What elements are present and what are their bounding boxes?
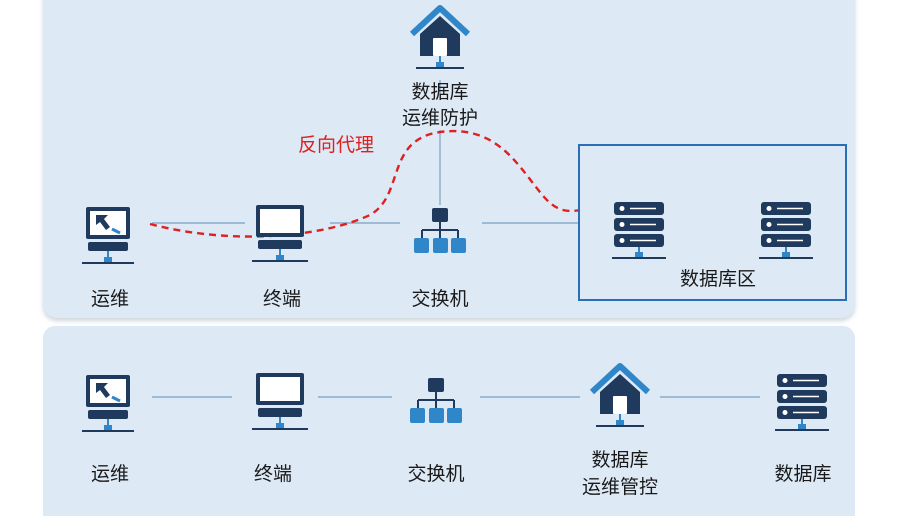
protect-label-line2: 运维防护 [402, 107, 478, 129]
ops-workstation-icon [80, 373, 136, 433]
database-zone-label: 数据库区 [680, 268, 756, 290]
server-icon [774, 373, 830, 431]
control-label-line2: 运维管控 [582, 476, 658, 498]
reverse-proxy-path [149, 129, 581, 238]
ops-workstation-icon [80, 205, 136, 265]
database-label-bottom: 数据库 [774, 463, 831, 485]
terminal-computer-icon [251, 372, 309, 430]
server-icon [611, 201, 667, 259]
ops-label-top: 运维 [91, 288, 129, 310]
switch-icon [413, 207, 467, 254]
server-icon [758, 201, 814, 259]
house-icon [592, 366, 648, 426]
ops-label-bottom: 运维 [91, 463, 129, 485]
terminal-label-bottom: 终端 [254, 463, 292, 485]
switch-label-top: 交换机 [411, 288, 468, 310]
reverse-proxy-label: 反向代理 [298, 134, 374, 156]
switch-icon [409, 377, 463, 424]
terminal-computer-icon [251, 204, 309, 262]
terminal-label-top: 终端 [263, 288, 301, 310]
switch-label-bottom: 交换机 [407, 463, 464, 485]
network-diagram: 数据库 运维防护 反向代理 运维 终端 交换机 数据库区 运维 终端 交换机 数… [80, 0, 847, 498]
protect-label-line1: 数据库 [411, 81, 468, 103]
house-icon [412, 8, 468, 68]
control-label-line1: 数据库 [591, 449, 648, 471]
database-zone-box [578, 144, 847, 301]
